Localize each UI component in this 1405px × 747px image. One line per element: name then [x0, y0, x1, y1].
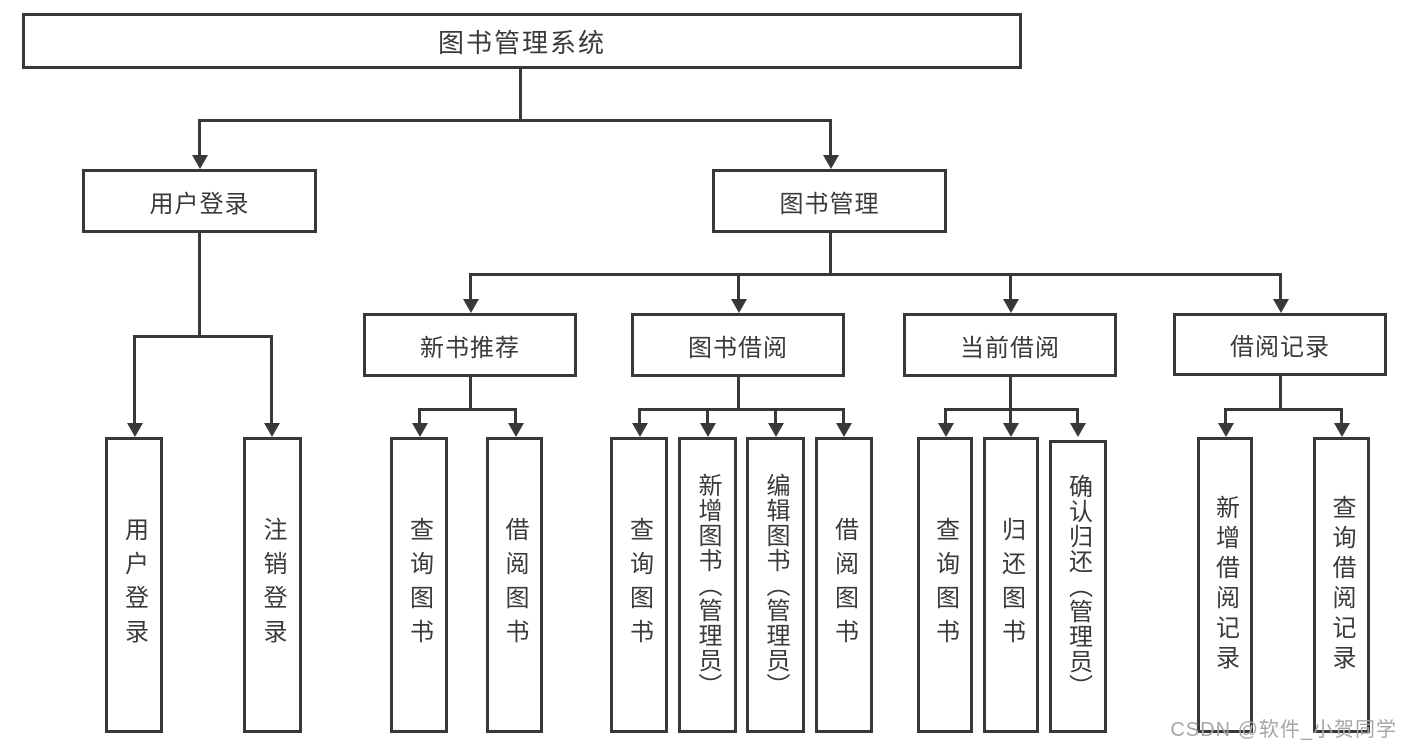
arrow-to-book-management [822, 119, 839, 169]
connector-root-crossbar [198, 119, 832, 122]
leaf-add-books: 新增图书（管理员） [678, 437, 737, 733]
node-label: 图书借阅 [688, 334, 788, 362]
leaf-label: 借阅图书 [830, 517, 858, 653]
arrow-to-borrowing-borrow-books [835, 408, 852, 437]
arrow-to-user-login [191, 119, 208, 169]
leaf-label: 新增图书（管理员） [694, 472, 721, 698]
leaf-label: 查询图书 [625, 517, 653, 653]
connector-new-book-recommend-crossbar [418, 408, 517, 411]
arrow-to-current-borrowing [1002, 273, 1019, 313]
arrow-to-edit-books [767, 408, 784, 437]
connector-book-management-crossbar [469, 273, 1282, 276]
connector-user-login-crossbar [133, 335, 273, 338]
connector-book-management-stem [829, 233, 832, 273]
node-label: 用户登录 [149, 190, 250, 218]
node-current-borrowing: 当前借阅 [903, 313, 1117, 377]
connector-book-borrowing-crossbar [638, 408, 845, 411]
arrow-to-query-record [1333, 408, 1350, 437]
leaf-current-query-books: 查询图书 [917, 437, 973, 733]
arrow-to-confirm-return [1069, 408, 1086, 437]
node-label: 图书管理系统 [437, 27, 606, 58]
leaf-edit-books: 编辑图书（管理员） [746, 437, 805, 733]
arrow-to-current-query-books [937, 408, 954, 437]
node-label: 图书管理 [779, 190, 880, 218]
arrow-to-borrowing-records [1272, 273, 1289, 313]
leaf-add-record: 新增借阅记录 [1197, 437, 1253, 733]
arrow-to-new-book-recommend [462, 273, 479, 313]
node-label: 借阅记录 [1230, 334, 1330, 361]
leaf-borrowing-query-books: 查询图书 [610, 437, 668, 733]
leaf-query-record: 查询借阅记录 [1313, 437, 1370, 733]
node-borrowing-records: 借阅记录 [1173, 313, 1387, 376]
arrow-to-return-books [1002, 408, 1019, 437]
csdn-watermark: CSDN @软件_小贺同学 [1170, 719, 1397, 741]
leaf-label: 查询图书 [931, 517, 959, 653]
leaf-label: 新增借阅记录 [1211, 495, 1239, 675]
arrow-to-add-record [1217, 408, 1234, 437]
node-book-borrowing: 图书借阅 [631, 313, 845, 377]
arrow-to-login [126, 335, 143, 437]
leaf-recommend-borrow-books: 借阅图书 [486, 437, 543, 733]
connector-new-book-recommend-stem [469, 377, 472, 408]
connector-root-stem [519, 69, 522, 119]
leaf-label: 查询借阅记录 [1328, 495, 1355, 675]
connector-current-borrowing-stem [1009, 377, 1012, 408]
leaf-borrowing-borrow-books: 借阅图书 [815, 437, 873, 733]
leaf-user-login: 用户登录 [105, 437, 163, 733]
arrow-to-recommend-query-books [411, 408, 428, 437]
arrow-to-book-borrowing [730, 273, 747, 313]
node-new-book-recommend: 新书推荐 [363, 313, 577, 377]
arrow-to-logout [263, 335, 280, 437]
arrow-to-recommend-borrow-books [507, 408, 524, 437]
leaf-label: 归还图书 [997, 517, 1025, 653]
leaf-label: 确认归还（管理员） [1064, 474, 1092, 699]
arrow-to-borrowing-query-books [631, 408, 648, 437]
leaf-label: 查询图书 [405, 517, 433, 653]
connector-user-login-stem [198, 233, 201, 335]
connector-borrowing-records-crossbar [1224, 408, 1342, 411]
arrow-to-add-books [699, 408, 716, 437]
node-label: 新书推荐 [420, 334, 520, 362]
connector-borrowing-records-stem [1279, 376, 1282, 408]
leaf-return-books: 归还图书 [983, 437, 1039, 733]
node-user-login: 用户登录 [82, 169, 317, 233]
node-library-system: 图书管理系统 [22, 13, 1022, 69]
connector-book-borrowing-stem [737, 377, 740, 408]
leaf-label: 用户登录 [120, 517, 148, 653]
leaf-confirm-return: 确认归还（管理员） [1049, 440, 1107, 733]
leaf-label: 编辑图书（管理员） [762, 472, 789, 698]
node-book-management: 图书管理 [712, 169, 947, 233]
node-label: 当前借阅 [960, 334, 1060, 362]
leaf-logout: 注销登录 [243, 437, 302, 733]
leaf-label: 借阅图书 [501, 517, 528, 653]
leaf-label: 注销登录 [259, 517, 286, 653]
leaf-recommend-query-books: 查询图书 [390, 437, 448, 733]
